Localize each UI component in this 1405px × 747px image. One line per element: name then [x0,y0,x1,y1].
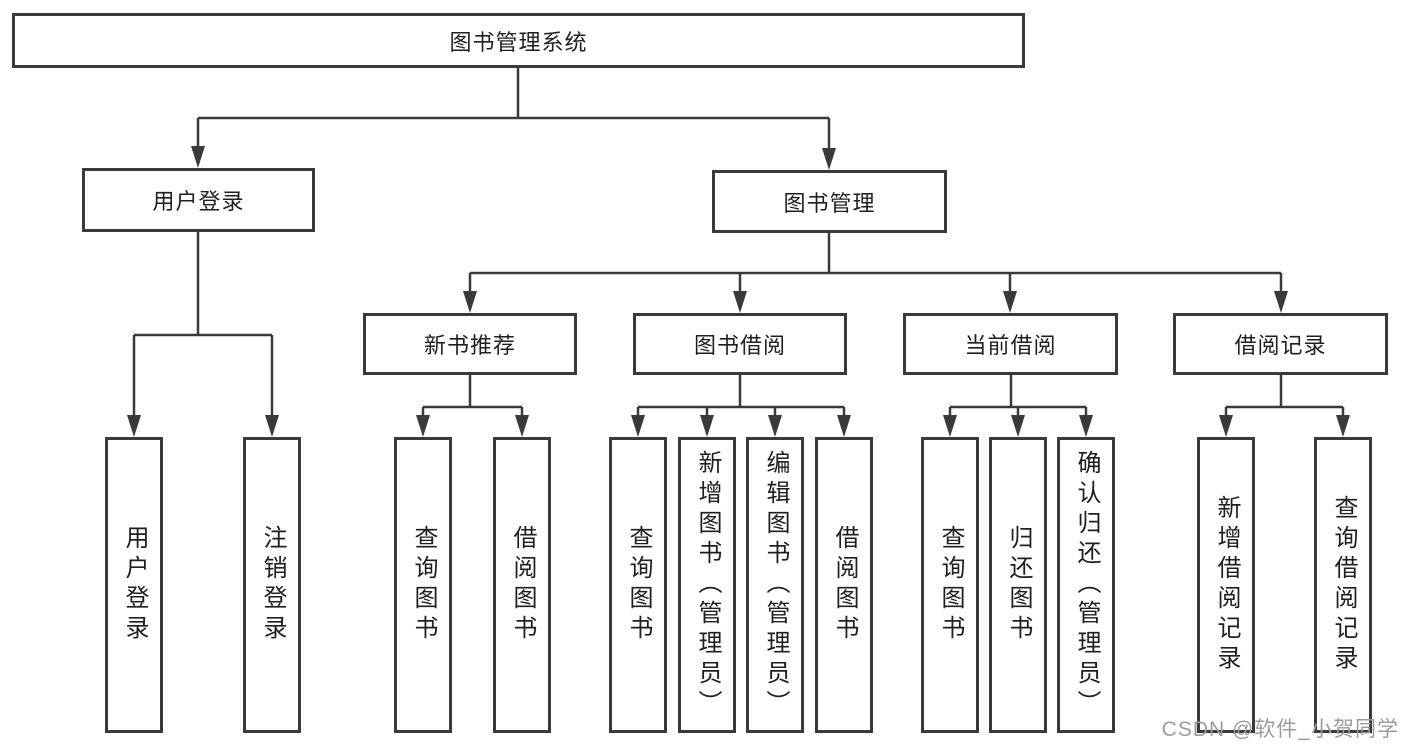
node-label: 查询图书 [937,525,964,645]
leaf-confirm-return-admin: 确认归还（管理员） [1057,437,1115,733]
node-label: 用户登录 [152,189,245,214]
node-current-borrow: 当前借阅 [903,313,1118,375]
leaf-add-borrow-record: 新增借阅记录 [1197,437,1255,733]
node-label: 图书管理系统 [449,29,588,55]
node-borrow-records: 借阅记录 [1173,313,1388,375]
node-user-login-branch: 用户登录 [82,168,315,232]
node-label: 编辑图书（管理员） [762,450,789,720]
leaf-query-books-recommend: 查询图书 [394,437,452,733]
node-label: 确认归还（管理员） [1073,450,1100,720]
node-label: 注销登录 [259,525,286,645]
node-label: 图书借阅 [693,333,786,358]
node-root: 图书管理系统 [12,13,1025,68]
leaf-add-books-admin: 新增图书（管理员） [678,437,736,733]
node-label: 借阅记录 [1234,333,1327,358]
leaf-user-login: 用户登录 [105,437,163,733]
leaf-query-books-borrow: 查询图书 [609,437,667,733]
node-label: 借阅图书 [831,525,858,645]
leaf-query-books-current: 查询图书 [921,437,979,733]
csdn-watermark: CSDN @软件_小贺同学 [1161,718,1399,741]
node-label: 查询图书 [625,525,652,645]
node-book-borrow: 图书借阅 [633,313,847,375]
node-label: 新书推荐 [423,333,516,358]
node-label: 当前借阅 [964,333,1057,358]
node-label: 归还图书 [1005,525,1032,645]
node-label: 查询图书 [410,525,437,645]
node-label: 借阅图书 [509,525,536,645]
node-label: 新增图书（管理员） [694,450,721,720]
leaf-edit-books-admin: 编辑图书（管理员） [746,437,804,733]
node-new-book-recommend: 新书推荐 [363,313,577,375]
leaf-query-borrow-record: 查询借阅记录 [1314,437,1372,733]
leaf-return-books: 归还图书 [989,437,1047,733]
node-label: 新增借阅记录 [1213,495,1240,675]
node-book-management: 图书管理 [712,170,947,233]
node-label: 查询借阅记录 [1330,495,1357,675]
node-label: 图书管理 [783,190,876,216]
leaf-borrow-books-recommend: 借阅图书 [493,437,551,733]
leaf-borrow-books: 借阅图书 [815,437,873,733]
node-label: 用户登录 [121,525,148,645]
leaf-logout: 注销登录 [243,437,301,733]
